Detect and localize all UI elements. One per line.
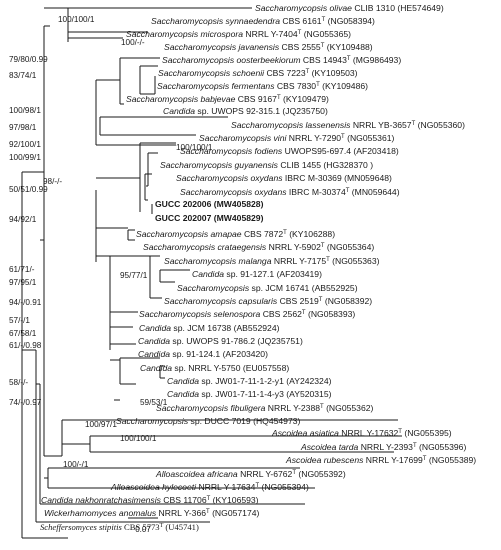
taxon-label: Candida sp. JCM 16738 (AB552924) [139, 323, 280, 333]
taxon-label: Alloascoidea africana NRRL Y-6762T (NG05… [155, 469, 346, 479]
support-value-label: 59/53/1 [140, 398, 168, 407]
support-value-label: 92/100/1 [9, 140, 41, 149]
taxon-label: Candida sp. UWOPS 92-315.1 (JQ235750) [163, 106, 328, 116]
support-value-label: 79/80/0.99 [9, 55, 48, 64]
scale-bar-label: 0.07 [135, 525, 151, 534]
taxon-label: Alloascoidea hylecoeti NRRL Y-17634T (NG… [110, 482, 309, 492]
taxon-label: Saccharomycopsis babjevae CBS 9167T (KY1… [126, 94, 329, 104]
taxon-label: Ascoidea tarda NRRL Y-2393T (NG055396) [300, 442, 466, 452]
support-value-label: 94/92/1 [9, 215, 37, 224]
taxon-label: Saccharomycopsis javanensis CBS 2555T (K… [164, 42, 373, 52]
taxon-label: Saccharomycopsis lassenensis NRRL YB-365… [231, 120, 465, 130]
taxon-label: Candida sp. JW01-7-11-1-2-y1 (AY242324) [167, 376, 332, 386]
support-label-group: 100/100/1 100/-/- 79/80/0.99 83/74/1 100/98/… [9, 15, 213, 469]
taxon-label: Saccharomycopsis fermentans CBS 7830T (K… [157, 81, 368, 91]
support-value-label: 95/77/1 [120, 271, 148, 280]
taxon-label: Saccharomycopsis malanga NRRL Y-7175T (N… [164, 256, 380, 266]
support-value-label: 58/-/- [9, 378, 28, 387]
support-value-label: 83/74/1 [9, 71, 37, 80]
taxon-label: Saccharomycopsis amapae CBS 7872T (KY106… [136, 229, 335, 239]
taxon-label: Candida nakhonratchasimensis CBS 11706T … [41, 495, 259, 505]
taxon-label: Saccharomycopsis oosterbeekiorum CBS 149… [162, 55, 401, 65]
taxon-label: Candida sp. NRRL Y-5750 (EU057558) [140, 363, 289, 373]
taxon-label: Saccharomycopsis synnaedendra CBS 6161T … [151, 16, 375, 26]
taxon-label: Candida sp. 91-124.1 (AF203420) [138, 349, 268, 359]
support-value-label: 57/-/1 [9, 316, 30, 325]
scale-bar: 0.07 [128, 517, 158, 534]
support-value-label: 100/100/1 [176, 143, 213, 152]
taxon-label: Saccharomycopsis sp. JCM 16741 (AB552925… [177, 283, 358, 293]
taxon-label: Saccharomycopsis crataegensis NRRL Y-590… [143, 242, 374, 252]
taxon-label: Ascoidea asiatica NRRL Y-17632T (NG05539… [271, 428, 452, 438]
support-value-label: 67/58/1 [9, 329, 37, 338]
support-value-label: 98/-/- [43, 177, 62, 186]
taxon-label: Saccharomycopsis capsularis CBS 2519T (N… [164, 296, 372, 306]
support-value-label: 61/-/0.98 [9, 341, 42, 350]
support-value-label: 100/-/1 [63, 460, 89, 469]
support-value-label: 100/100/1 [58, 15, 95, 24]
support-value-label: 97/95/1 [9, 278, 37, 287]
taxon-label: Candida sp. JW01-7-11-1-4-y3 (AY520315) [167, 389, 332, 399]
taxon-label: Saccharomycopsis schoenii CBS 7223T (KY1… [158, 68, 358, 78]
taxon-label: Candida sp. UWOPS 91-786.2 (JQ235751) [138, 336, 303, 346]
support-value-label: 74/-/0.97 [9, 398, 42, 407]
taxon-label: GUCC 202006 (MW405828) [155, 199, 264, 209]
taxon-label: Saccharomycopsis microspora NRRL Y-7404T… [126, 29, 351, 39]
taxon-label: Saccharomycopsis olivae CLIB 1310 (HE574… [255, 3, 444, 13]
taxon-label: Saccharomycopsis oxydans IBRC M-30374T (… [180, 187, 400, 197]
taxon-label: Saccharomycopsis fodiens UWOPS95-697.4 (… [180, 146, 399, 156]
taxon-label: Candida sp. 91-127.1 (AF203419) [192, 269, 322, 279]
support-value-label: 100/100/1 [120, 434, 157, 443]
taxon-label: Ascoidea rubescens NRRL Y-17699T (NG0553… [285, 455, 476, 465]
taxon-label: GUCC 202007 (MW405829) [155, 213, 264, 223]
taxon-label: Wickerhamomyces anomalus NRRL Y-366T (NG… [44, 508, 260, 518]
taxon-label: Saccharomycopsis fibuligera NRRL Y-2388T… [156, 403, 374, 413]
support-value-label: 100/99/1 [9, 153, 41, 162]
support-value-label: 100/97/1 [85, 420, 117, 429]
tree-branches [21, 7, 402, 539]
taxon-label: Saccharomycopsis guyanensis CLIB 1455 (H… [160, 160, 373, 170]
support-value-label: 50/51/0.99 [9, 185, 48, 194]
support-value-label: 100/-/- [121, 38, 145, 47]
taxon-label: Saccharomycopsis sp. DUCC 7019 (HQ454973… [116, 416, 301, 426]
support-value-label: 61/71/- [9, 265, 35, 274]
taxon-label-group: Saccharomycopsis olivae CLIB 1310 (HE574… [40, 3, 476, 532]
support-value-label: 100/98/1 [9, 106, 41, 115]
support-value-label: 94/-/0.91 [9, 298, 42, 307]
taxon-label: Scheffersomyces stipitis CBS 5773T (U457… [40, 522, 199, 532]
taxon-label: Saccharomycopsis selenospora CBS 2562T (… [139, 309, 355, 319]
support-value-label: 97/98/1 [9, 123, 37, 132]
taxon-label: Saccharomycopsis vini NRRL Y-7290T (NG05… [199, 133, 395, 143]
taxon-label: Saccharomycopsis oxydans IBRC M-30369 (M… [176, 173, 392, 183]
